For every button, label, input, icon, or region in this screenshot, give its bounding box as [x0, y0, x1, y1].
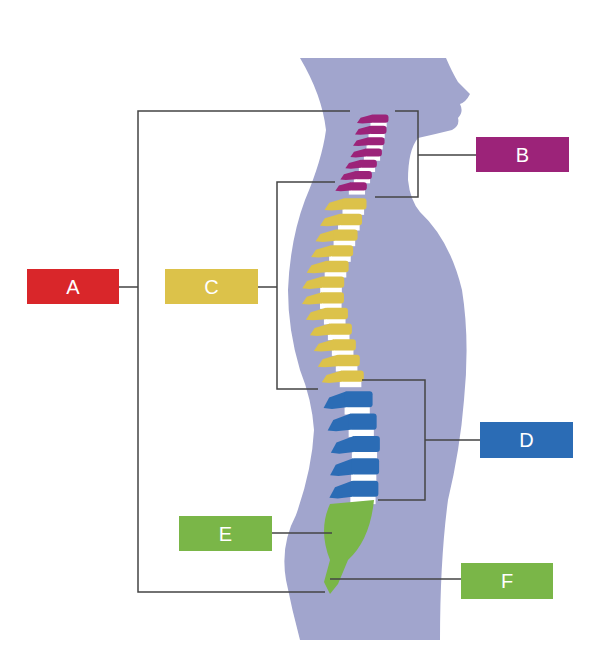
spinous-process: [357, 115, 373, 124]
spinous-process: [306, 308, 326, 320]
disc: [345, 406, 370, 414]
spinous-process: [328, 414, 351, 432]
spinous-process: [330, 458, 353, 476]
region-letter: C: [204, 276, 218, 298]
spinous-process: [310, 324, 330, 336]
disc: [352, 451, 377, 459]
spinous-process: [355, 126, 371, 135]
label-box: D: [480, 422, 573, 458]
bracket-d: [362, 380, 480, 500]
region-letter: A: [66, 276, 79, 298]
vertebra-body: [359, 160, 377, 168]
spinous-process: [302, 292, 322, 304]
label-box: F: [461, 563, 553, 599]
brackets: [118, 111, 480, 592]
vertebra-body: [352, 436, 380, 452]
region-letter: D: [519, 429, 533, 451]
sacrum-coccyx: [324, 500, 374, 594]
vertebra-body: [324, 308, 348, 319]
spinous-process: [302, 277, 322, 289]
bracket-b: [375, 111, 476, 197]
vertebra-body: [349, 182, 367, 190]
spinous-process: [307, 261, 327, 273]
spinous-process: [314, 339, 334, 351]
vertebrae: [302, 115, 389, 505]
vertebra-body: [338, 214, 362, 225]
vertebra-body: [336, 355, 360, 366]
bracket-a: [118, 111, 350, 592]
spinous-process: [345, 160, 361, 169]
vertebra-body: [364, 148, 382, 156]
label-box: B: [476, 137, 569, 172]
vertebra-body: [334, 230, 358, 241]
vertebra-body: [345, 391, 373, 407]
spinous-process: [324, 391, 347, 409]
spinous-process: [322, 371, 342, 383]
vertebra-body: [354, 171, 372, 179]
vertebra-body: [332, 339, 356, 350]
region-letter: F: [501, 570, 513, 592]
vertebra-body: [350, 481, 378, 497]
vertebra-body: [349, 414, 377, 430]
label-box: E: [179, 516, 272, 551]
vertebra-body: [367, 137, 385, 145]
vertebra-body: [320, 292, 344, 303]
vertebra-body: [342, 198, 366, 209]
region-letter: E: [219, 523, 232, 545]
vertebra-body: [329, 245, 353, 256]
body-silhouette: [284, 58, 470, 640]
spinous-process: [331, 436, 354, 454]
leader-e: [272, 532, 332, 534]
spinous-process: [329, 481, 352, 499]
vertebra-body: [320, 277, 344, 288]
spinous-process: [320, 214, 340, 226]
vertebra-body: [340, 371, 364, 382]
spinous-process: [316, 230, 336, 242]
leader-f: [330, 578, 461, 580]
vertebra-body: [351, 458, 379, 474]
vertebra-body: [325, 261, 349, 272]
label-box: C: [165, 269, 258, 304]
vertebra-body: [369, 126, 387, 134]
disc: [351, 473, 376, 481]
spinous-process: [353, 137, 369, 146]
region-letter: B: [516, 144, 529, 166]
spinous-process: [350, 148, 366, 157]
vertebra-body: [328, 324, 352, 335]
bracket-c: [258, 182, 335, 389]
spinous-process: [340, 171, 356, 180]
spinous-process: [311, 245, 331, 257]
spinous-process: [324, 198, 344, 210]
vertebra-body: [370, 115, 388, 123]
spinous-process: [335, 182, 351, 191]
spinous-process: [318, 355, 338, 367]
disc: [349, 429, 374, 437]
label-box: A: [27, 269, 119, 304]
